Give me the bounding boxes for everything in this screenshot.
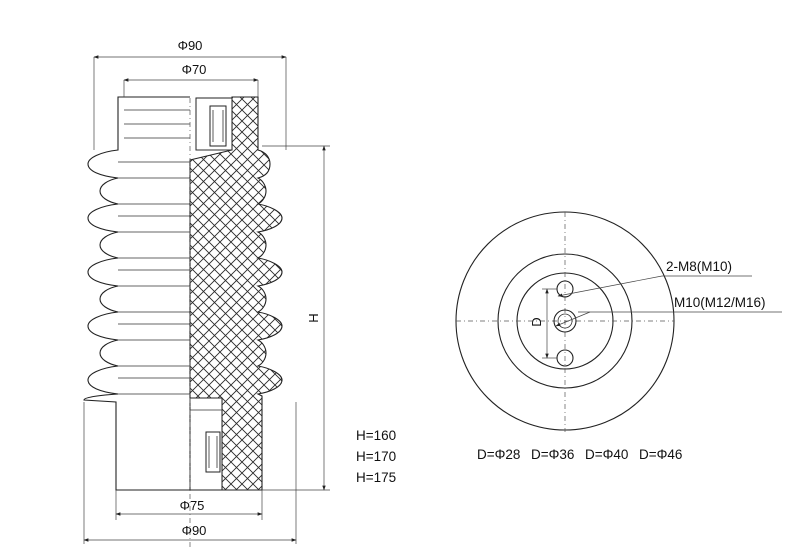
skirt-fold-lines: [118, 109, 190, 395]
dimension-top-outer: [93, 55, 287, 150]
top-metal-insert: [195, 97, 233, 151]
height-options-list: H=160 H=170 H=175: [356, 428, 396, 485]
bottom-outer-diameter-label: Φ90: [182, 523, 207, 538]
pcd-option: D=Φ28: [477, 447, 520, 462]
bottom-inner-diameter-label: Φ75: [180, 498, 205, 513]
thread-small-leader: [557, 275, 752, 297]
hatched-section: [189, 96, 283, 491]
top-outer-diameter-label: Φ90: [178, 38, 203, 53]
dimension-bottom-inner: [115, 490, 263, 520]
bottom-metal-insert: [189, 397, 223, 491]
thread-center-label: M10(M12/M16): [674, 295, 766, 310]
pcd-option: D=Φ46: [639, 447, 682, 462]
insulator-left-outline: [83, 96, 190, 491]
height-option: H=175: [356, 470, 396, 485]
end-view: D 2-M8(M10) M10(M12/M16): [455, 211, 782, 432]
height-option: H=170: [356, 449, 396, 464]
dimension-top-inner: [123, 78, 259, 97]
pcd-options-list: D=Φ28 D=Φ36 D=Φ40 D=Φ46: [477, 447, 682, 462]
pcd-option: D=Φ36: [531, 447, 574, 462]
side-view: Φ90 Φ70 H Φ75 Φ90: [83, 38, 330, 548]
center-bolt-hole-inner: [557, 313, 573, 329]
height-option: H=160: [356, 428, 396, 443]
top-inner-diameter-label: Φ70: [182, 62, 207, 77]
thread-small-label: 2-M8(M10): [666, 259, 732, 274]
pcd-option: D=Φ40: [585, 447, 628, 462]
height-symbol-label: H: [306, 313, 321, 322]
center-bolt-hole: [553, 309, 577, 333]
dimension-bottom-outer: [83, 402, 297, 544]
pcd-dimension: [542, 288, 557, 359]
pcd-symbol-label: D: [529, 317, 544, 326]
thread-center-leader: [555, 311, 782, 327]
